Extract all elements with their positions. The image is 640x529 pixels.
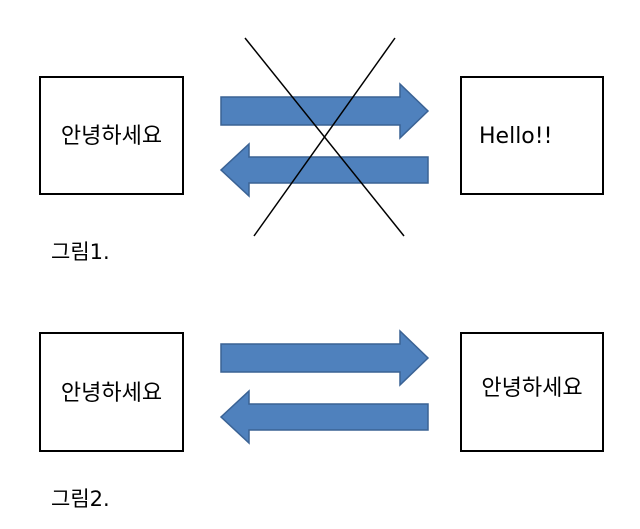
figure-1-right-arrow bbox=[220, 82, 430, 140]
figure-1-cross-line-b bbox=[253, 37, 396, 237]
figure-2-left-box bbox=[39, 332, 184, 452]
figure-1-right-box bbox=[460, 76, 604, 195]
figure-1-left-arrow bbox=[219, 142, 429, 198]
figure-1-caption: 그림1. bbox=[51, 240, 110, 264]
figure-1-left-box-label: 안녕하세요 bbox=[61, 124, 162, 149]
figure-2-right-box-label: 안녕하세요 bbox=[481, 376, 582, 401]
figure-2-left-box-label: 안녕하세요 bbox=[61, 381, 162, 406]
figure-1-left-box bbox=[39, 76, 184, 195]
figure-1-right-box-label: Hello!! bbox=[479, 124, 552, 149]
figure-2-right-box bbox=[460, 332, 604, 452]
figure-1: 안녕하세요 Hello!! 그림1. bbox=[39, 37, 604, 264]
figure-2-left-arrow bbox=[219, 389, 429, 445]
figure-2: 안녕하세요 안녕하세요 그림2. bbox=[39, 329, 604, 511]
figure-2-caption: 그림2. bbox=[51, 487, 110, 511]
figure-2-right-arrow bbox=[220, 329, 430, 387]
